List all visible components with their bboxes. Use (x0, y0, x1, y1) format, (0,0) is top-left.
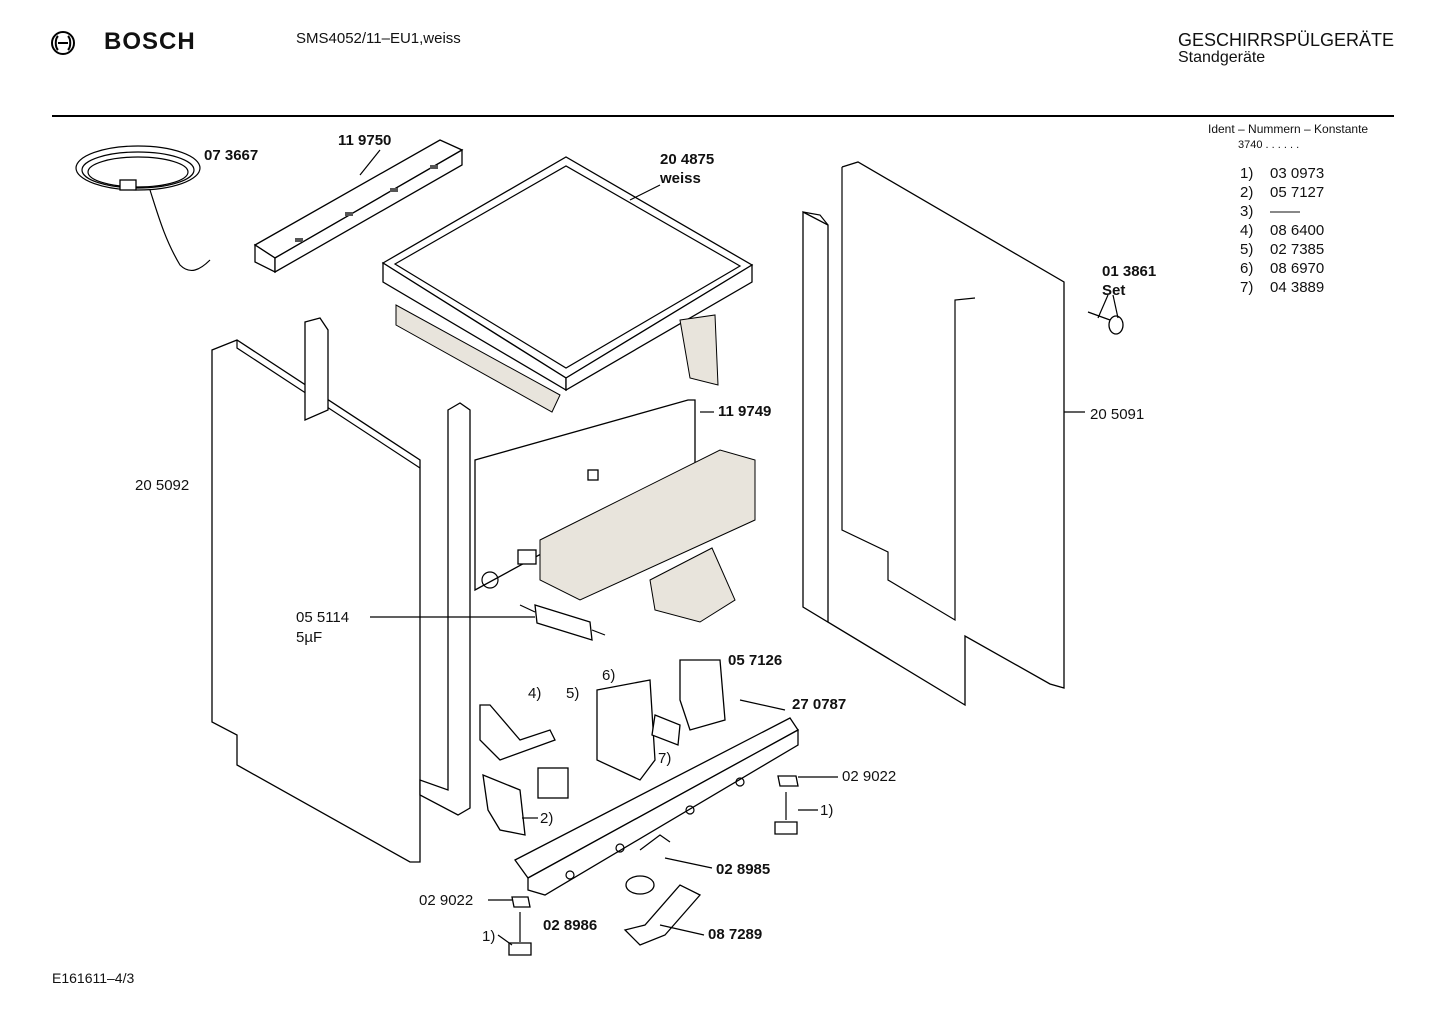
part-label-073667: 07 3667 (204, 147, 259, 164)
ref-label-5: 5) (566, 685, 580, 702)
part-label-028985: 02 8985 (716, 861, 771, 878)
ident-item: 3)—— (1240, 203, 1300, 220)
ref-label-7: 7) (658, 750, 672, 767)
part-label-013861-note: Set (1102, 282, 1126, 299)
part-label-029022-right: 02 9022 (842, 768, 897, 785)
part-label-205092: 20 5092 (135, 477, 190, 494)
header-divider (52, 115, 1394, 117)
part-label-029022-left: 02 9022 (419, 892, 474, 909)
leader-lines (359, 149, 1119, 946)
part-label-057126: 05 7126 (728, 652, 783, 669)
part-label-270787: 27 0787 (792, 696, 847, 713)
small-parts-drawing (623, 834, 702, 946)
part-label-204875-note: weiss (660, 170, 701, 187)
ref-label-2: 2) (540, 810, 554, 827)
ident-title: Ident – Nummern – Konstante (1208, 122, 1369, 136)
part-label-204875: 20 4875 (660, 151, 715, 168)
ident-item: 6)08 6970 (1240, 260, 1325, 277)
worktop-drawing (381, 156, 754, 413)
part-label-055114-note: 5µF (296, 629, 323, 646)
base-rail-drawing (514, 717, 799, 896)
capacitor-drawing (519, 604, 606, 641)
ref-label-1-right: 1) (820, 802, 834, 819)
brackets-drawing (479, 659, 726, 836)
bosch-logo-icon (50, 30, 76, 61)
part-label-119750: 11 9750 (338, 132, 392, 149)
part-label-119749: 11 9749 (718, 403, 772, 420)
ref-label-1-left: 1) (482, 928, 496, 945)
diagram-code: E161611–4/3 (52, 970, 135, 986)
left-frame-drawing (304, 317, 471, 816)
ident-item: 1)03 0973 (1240, 165, 1325, 182)
model-number: SMS4052/11–EU1,weiss (296, 30, 461, 47)
ident-value: 3740 . . . . . . (1238, 139, 1300, 151)
ident-item: 7)04 3889 (1240, 279, 1325, 296)
ref-label-4: 4) (528, 685, 542, 702)
ident-list: 1)03 0973 2)05 7127 3)—— 4)08 6400 5)02 … (1240, 164, 1324, 297)
feet-drawing (508, 775, 799, 956)
right-side-panel-drawing (802, 161, 1065, 707)
ident-item: 5)02 7385 (1240, 241, 1325, 258)
category-subtitle: Standgeräte (1178, 49, 1266, 66)
part-label-087289: 08 7289 (708, 926, 763, 943)
part-label-055114: 05 5114 (296, 609, 350, 626)
ident-item: 4)08 6400 (1240, 222, 1325, 239)
brand-name: BOSCH (104, 28, 196, 55)
rear-base-panel-drawing (474, 399, 756, 623)
category-title: GESCHIRRSPÜLGERÄTE (1178, 30, 1395, 50)
left-side-panel-drawing (211, 339, 421, 863)
ref-label-6: 6) (602, 667, 616, 684)
power-cord-drawing (75, 145, 211, 272)
part-label-028986: 02 8986 (543, 917, 598, 934)
top-rail-drawing (253, 139, 464, 274)
part-label-205091: 20 5091 (1090, 406, 1145, 423)
part-label-013861: 01 3861 (1102, 263, 1157, 280)
ident-item: 2)05 7127 (1240, 184, 1325, 201)
